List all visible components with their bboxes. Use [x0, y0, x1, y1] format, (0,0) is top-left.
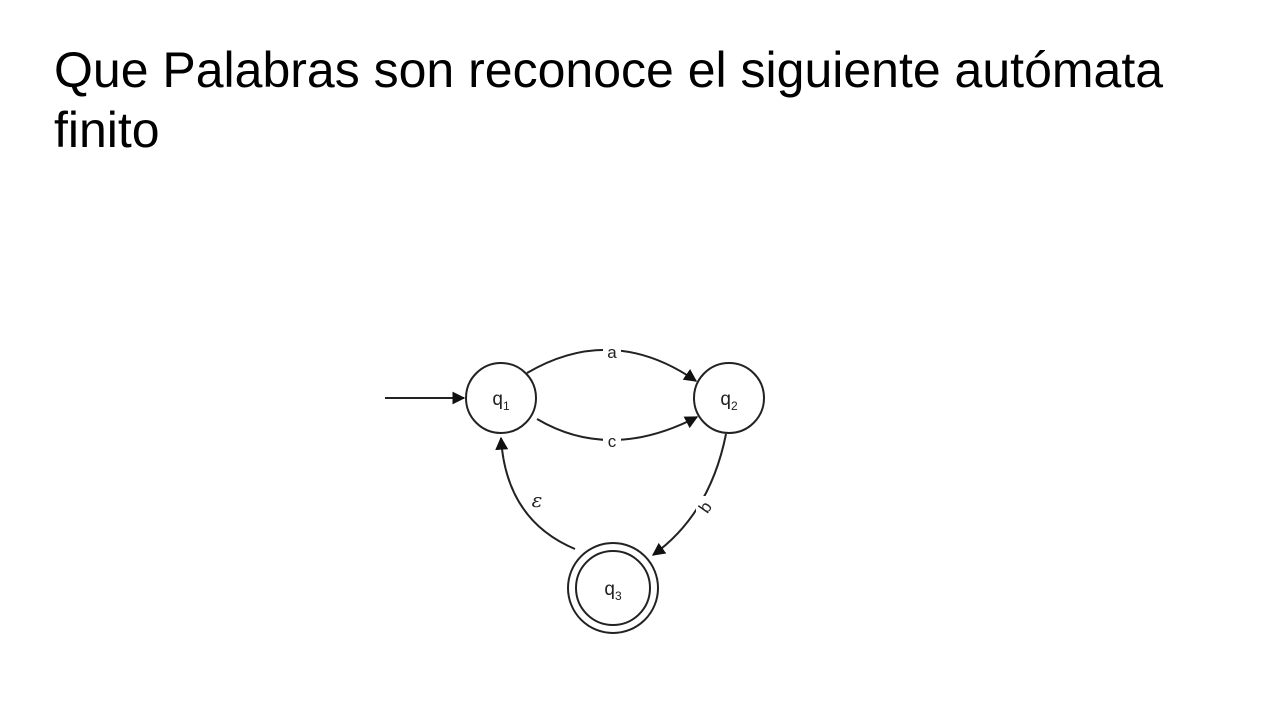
svg-text:q2: q2 [720, 389, 738, 413]
state-q3-index: 3 [615, 589, 622, 603]
transition-epsilon-label: ε [532, 488, 543, 512]
state-q1-index: 1 [503, 399, 510, 413]
svg-text:q3: q3 [604, 579, 622, 603]
state-q3: q3 [567, 542, 659, 634]
slide-title: Que Palabras son reconoce el siguiente a… [54, 42, 1164, 158]
transition-a-label: a [607, 343, 617, 362]
svg-text:q1: q1 [492, 389, 510, 413]
state-q3-letter: q [604, 579, 615, 600]
state-q2: q2 [693, 362, 765, 434]
transition-epsilon-edge [495, 436, 576, 550]
state-q1-letter: q [492, 389, 503, 410]
transition-c-label: c [608, 432, 617, 451]
state-q1: q1 [465, 362, 537, 434]
state-q2-index: 2 [731, 399, 738, 413]
state-q2-letter: q [720, 389, 731, 410]
transition-b-edge [651, 433, 727, 556]
